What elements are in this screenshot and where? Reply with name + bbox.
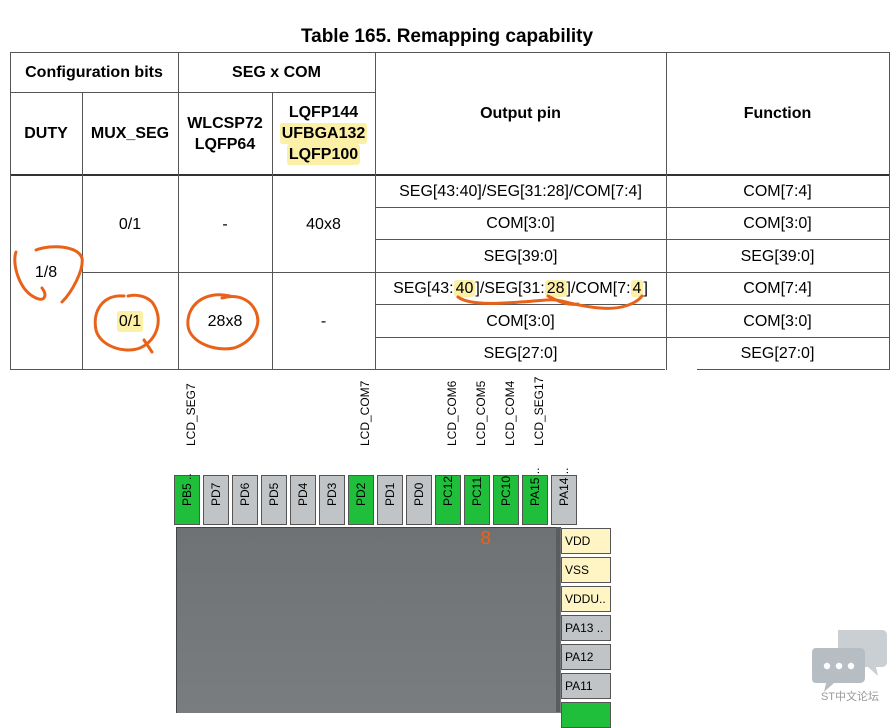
table-title: Table 165. Remapping capability xyxy=(300,26,594,47)
output-pin-highlight: 28 xyxy=(544,280,567,297)
header-seg-x-com: SEG x COM xyxy=(232,64,321,81)
output-pin-cell: SEG[27:0] xyxy=(483,345,558,362)
output-pin-highlight: 40 xyxy=(453,280,476,297)
header-package-wlcsp72-lqfp64: WLCSP72 LQFP64 xyxy=(178,93,272,174)
function-cell: COM[7:4] xyxy=(743,280,812,297)
signal-label-text: LCD_COM6 xyxy=(445,380,459,446)
chip-pin-label: PA13 .. xyxy=(565,621,604,635)
output-pin-cell-highlighted: SEG[43:40]/SEG[31:28]/COM[7:4] xyxy=(375,273,666,304)
chip-pin-label: PC11 xyxy=(470,476,484,506)
package-line: LQFP144 xyxy=(288,104,359,121)
chip-pin-pd7[interactable]: PD7 xyxy=(203,475,229,525)
chip-pin-pa13[interactable]: PA13 .. xyxy=(561,615,611,641)
signal-label: LCD_COM4 xyxy=(495,381,517,460)
chip-pin-vdd[interactable]: VDD xyxy=(561,528,611,554)
chip-pin-pc10[interactable]: PC10 xyxy=(493,475,519,525)
chip-pin-pb5[interactable]: PB5 .. xyxy=(174,473,200,525)
output-pin-cell: COM[3:0] xyxy=(486,312,555,330)
package-b-value: - xyxy=(320,312,327,330)
chip-pin-label: VSS xyxy=(565,563,590,577)
output-pin-cell: SEG[39:0] xyxy=(483,247,558,265)
output-pin-cell: COM[3:0] xyxy=(486,215,555,232)
signal-label: LCD_COM6 xyxy=(437,381,459,460)
function-cell: COM[3:0] xyxy=(743,312,812,330)
chip-pin-label: PA11 xyxy=(565,679,593,693)
chip-body-edge xyxy=(556,527,560,712)
chip-pin-label: PA12 xyxy=(565,650,594,664)
output-pin-highlight: 4 xyxy=(630,280,644,297)
chip-pin-label: PD7 xyxy=(209,482,223,506)
chip-pin-pd1[interactable]: PD1 xyxy=(377,475,403,525)
function-cell: COM[7:4] xyxy=(743,183,812,200)
signal-label-text: LCD_COM7 xyxy=(358,380,372,446)
chip-body xyxy=(176,527,561,713)
signal-label: LCD_COM5 xyxy=(466,381,488,460)
function-cell: COM[3:0] xyxy=(743,215,812,232)
output-pin-text: SEG[43:40]/SEG[31:28]/COM[7:4] xyxy=(393,280,648,297)
chip-pin-pa14[interactable]: PA14 .. xyxy=(551,468,577,525)
chip-pin-unnamed[interactable] xyxy=(561,702,611,728)
header-output-pin: Output pin xyxy=(480,105,561,122)
mux-seg-value: 0/1 xyxy=(118,215,142,233)
package-b-value: 40x8 xyxy=(306,215,341,233)
chip-pin-pa11[interactable]: PA11 xyxy=(561,673,611,699)
signal-label: LCD_COM7 xyxy=(350,381,372,460)
package-line: LQFP64 xyxy=(194,135,256,153)
chip-pin-pd4[interactable]: PD4 xyxy=(290,475,316,525)
chip-pin-label: PA14 .. xyxy=(557,467,571,506)
header-function: Function xyxy=(743,105,812,122)
package-a-value: 28x8 xyxy=(207,312,243,330)
chip-pin-pc12[interactable]: PC12 xyxy=(435,475,461,525)
chip-pin-pa12[interactable]: PA12 xyxy=(561,644,611,670)
function-cell: SEG[27:0] xyxy=(740,345,815,362)
chip-pin-vss[interactable]: VSS xyxy=(561,557,611,583)
chip-pin-label: VDDU.. xyxy=(565,592,606,606)
duty-value: 1/8 xyxy=(34,264,58,281)
chip-pin-label: PC10 xyxy=(499,475,513,506)
chip-pin-label: PC12 xyxy=(441,475,455,506)
header-package-lqfp144-ufbga132-lqfp100: LQFP144 UFBGA132 LQFP100 xyxy=(272,93,375,174)
chip-pin-pd3[interactable]: PD3 xyxy=(319,475,345,525)
package-a-value: - xyxy=(222,215,228,233)
header-mux-seg: MUX_SEG xyxy=(90,125,170,142)
chip-pin-label: PD0 xyxy=(412,482,426,506)
chat-bubbles-icon xyxy=(812,630,887,692)
package-line-highlighted: LQFP100 xyxy=(286,144,361,165)
header-duty: DUTY xyxy=(24,125,68,142)
chip-pin-label: PB5 .. xyxy=(180,473,194,506)
chip-pin-label: PD1 xyxy=(383,482,397,506)
mux-seg-value-highlighted: 0/1 xyxy=(82,273,178,369)
watermark-text: ST中文论坛 xyxy=(820,691,880,703)
mux-seg-highlight: 0/1 xyxy=(116,310,144,332)
chip-pin-pd2[interactable]: PD2 xyxy=(348,475,374,525)
package-line: WLCSP72 xyxy=(187,114,263,132)
signal-label-text: LCD_SEG7 xyxy=(184,383,198,446)
chip-pin-pc11[interactable]: PC11 xyxy=(464,475,490,525)
chip-pin-pd5[interactable]: PD5 xyxy=(261,475,287,525)
chip-pin-label: PD2 xyxy=(354,482,368,506)
signal-label-text: LCD_COM4 xyxy=(503,380,517,446)
package-line-highlighted: UFBGA132 xyxy=(279,123,368,144)
signal-label-text: LCD_SEG17 xyxy=(532,376,546,446)
signal-label: LCD_SEG7 xyxy=(176,383,198,460)
chip-pin-pd6[interactable]: PD6 xyxy=(232,475,258,525)
chip-pin-label: PD3 xyxy=(325,482,339,506)
chip-pin-pd0[interactable]: PD0 xyxy=(406,475,432,525)
output-pin-cell: SEG[43:40]/SEG[31:28]/COM[7:4] xyxy=(399,183,642,200)
chip-pin-label: PD5 xyxy=(267,482,281,506)
chip-pin-label: VDD xyxy=(565,534,591,548)
chip-pin-label: PD6 xyxy=(238,482,252,506)
function-cell: SEG[39:0] xyxy=(740,247,815,265)
chip-pin-label: PA15 .. xyxy=(528,467,542,506)
signal-label-text: LCD_COM5 xyxy=(474,380,488,446)
signal-label: LCD_SEG17 xyxy=(524,377,546,460)
chip-pin-vddu[interactable]: VDDU.. xyxy=(561,586,611,612)
header-configuration-bits: Configuration bits xyxy=(25,64,163,81)
chip-pin-pa15[interactable]: PA15 .. xyxy=(522,468,548,525)
chip-pin-label: PD4 xyxy=(296,482,310,506)
